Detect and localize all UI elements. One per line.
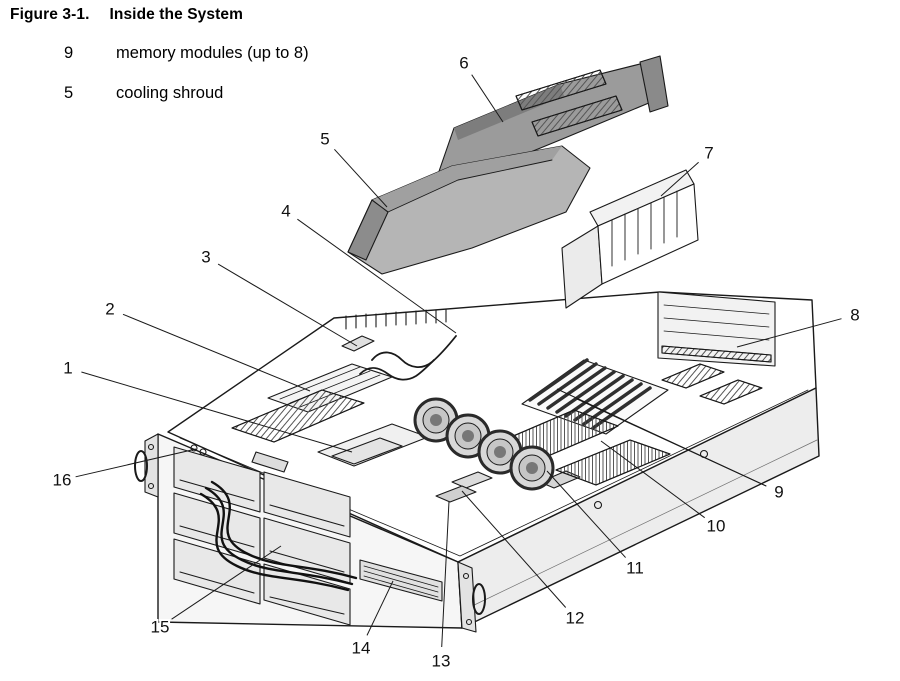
callout-line [171,545,282,620]
power-supply-cage [561,169,699,309]
memory-module [564,374,625,418]
legend-item-text: cooling shroud [116,84,224,102]
memory-module [537,362,598,406]
right-handle [472,583,486,615]
callout-line [217,263,358,347]
riser-assembly [435,55,669,213]
callout-line [366,580,394,636]
right-mounting-ear [457,561,486,633]
callout-line [75,448,197,478]
memory-module [555,370,616,414]
side-seam [467,439,818,609]
left-mounting-ear [134,433,159,498]
left-handle [134,450,148,482]
callout-number: 8 [850,306,859,325]
callout-line [600,440,705,519]
callout-number: 5 [320,130,329,149]
status-indicator [199,448,207,456]
callout-line [122,313,311,392]
power-indicator [190,444,198,452]
callout-line [471,74,504,123]
memory-module [528,358,589,402]
slim-drive-bay [359,559,443,602]
callout-number: 3 [201,248,210,267]
legend-item: 5 cooling shroud [64,84,309,106]
cable-connector [435,485,477,503]
callout-number: 4 [281,202,290,221]
figure-label: Figure 3-1. [10,6,90,23]
callout-number: 1 [63,359,72,378]
callout-line [441,500,450,648]
callout-line [660,161,699,197]
cooling-shroud [347,145,591,275]
callout-number: 2 [105,300,114,319]
figure-title: Figure 3-1. Inside the System [10,6,243,24]
callout-number: 10 [707,517,726,536]
callout-line [576,398,767,487]
callout-line [736,318,842,348]
power-supply [231,363,393,443]
callout-number: 13 [432,652,451,671]
legend-item-number: 5 [64,84,74,102]
callout-line [334,148,388,208]
cooling-fan [509,445,555,491]
callout-line [546,470,626,558]
drive-bay [263,471,351,538]
legend-item-text: memory modules (up to 8) [116,44,309,62]
callout-line [81,371,353,453]
front-port [251,451,289,473]
figure-legend: 9 memory modules (up to 8) 5 cooling shr… [64,44,309,124]
memory-module [546,366,607,410]
expansion-card-cage [657,291,776,405]
cooling-fan [477,429,523,475]
side-thumbscrew [593,500,603,510]
front-cable [199,480,358,592]
legend-item-number: 9 [64,44,74,62]
callout-number: 6 [459,54,468,73]
drive-bay [173,446,261,513]
callout-number: 9 [774,483,783,502]
chassis-latch [341,335,375,352]
legend-item: 9 memory modules (up to 8) [64,44,309,66]
figure-name: Inside the System [109,6,243,23]
power-cables [359,335,457,381]
cooling-fans [413,397,555,491]
callout-line [297,218,457,334]
rear-vent-slots [345,308,447,330]
callout-number: 16 [53,471,72,490]
callout-number: 7 [704,144,713,163]
drive-bay [173,538,261,605]
callout-line [461,490,567,608]
callout-number: 11 [626,559,644,578]
callout-number: 12 [566,609,585,628]
callout-number: 14 [352,639,371,658]
callout-number: 15 [151,618,170,637]
front-control-panel [190,444,289,473]
